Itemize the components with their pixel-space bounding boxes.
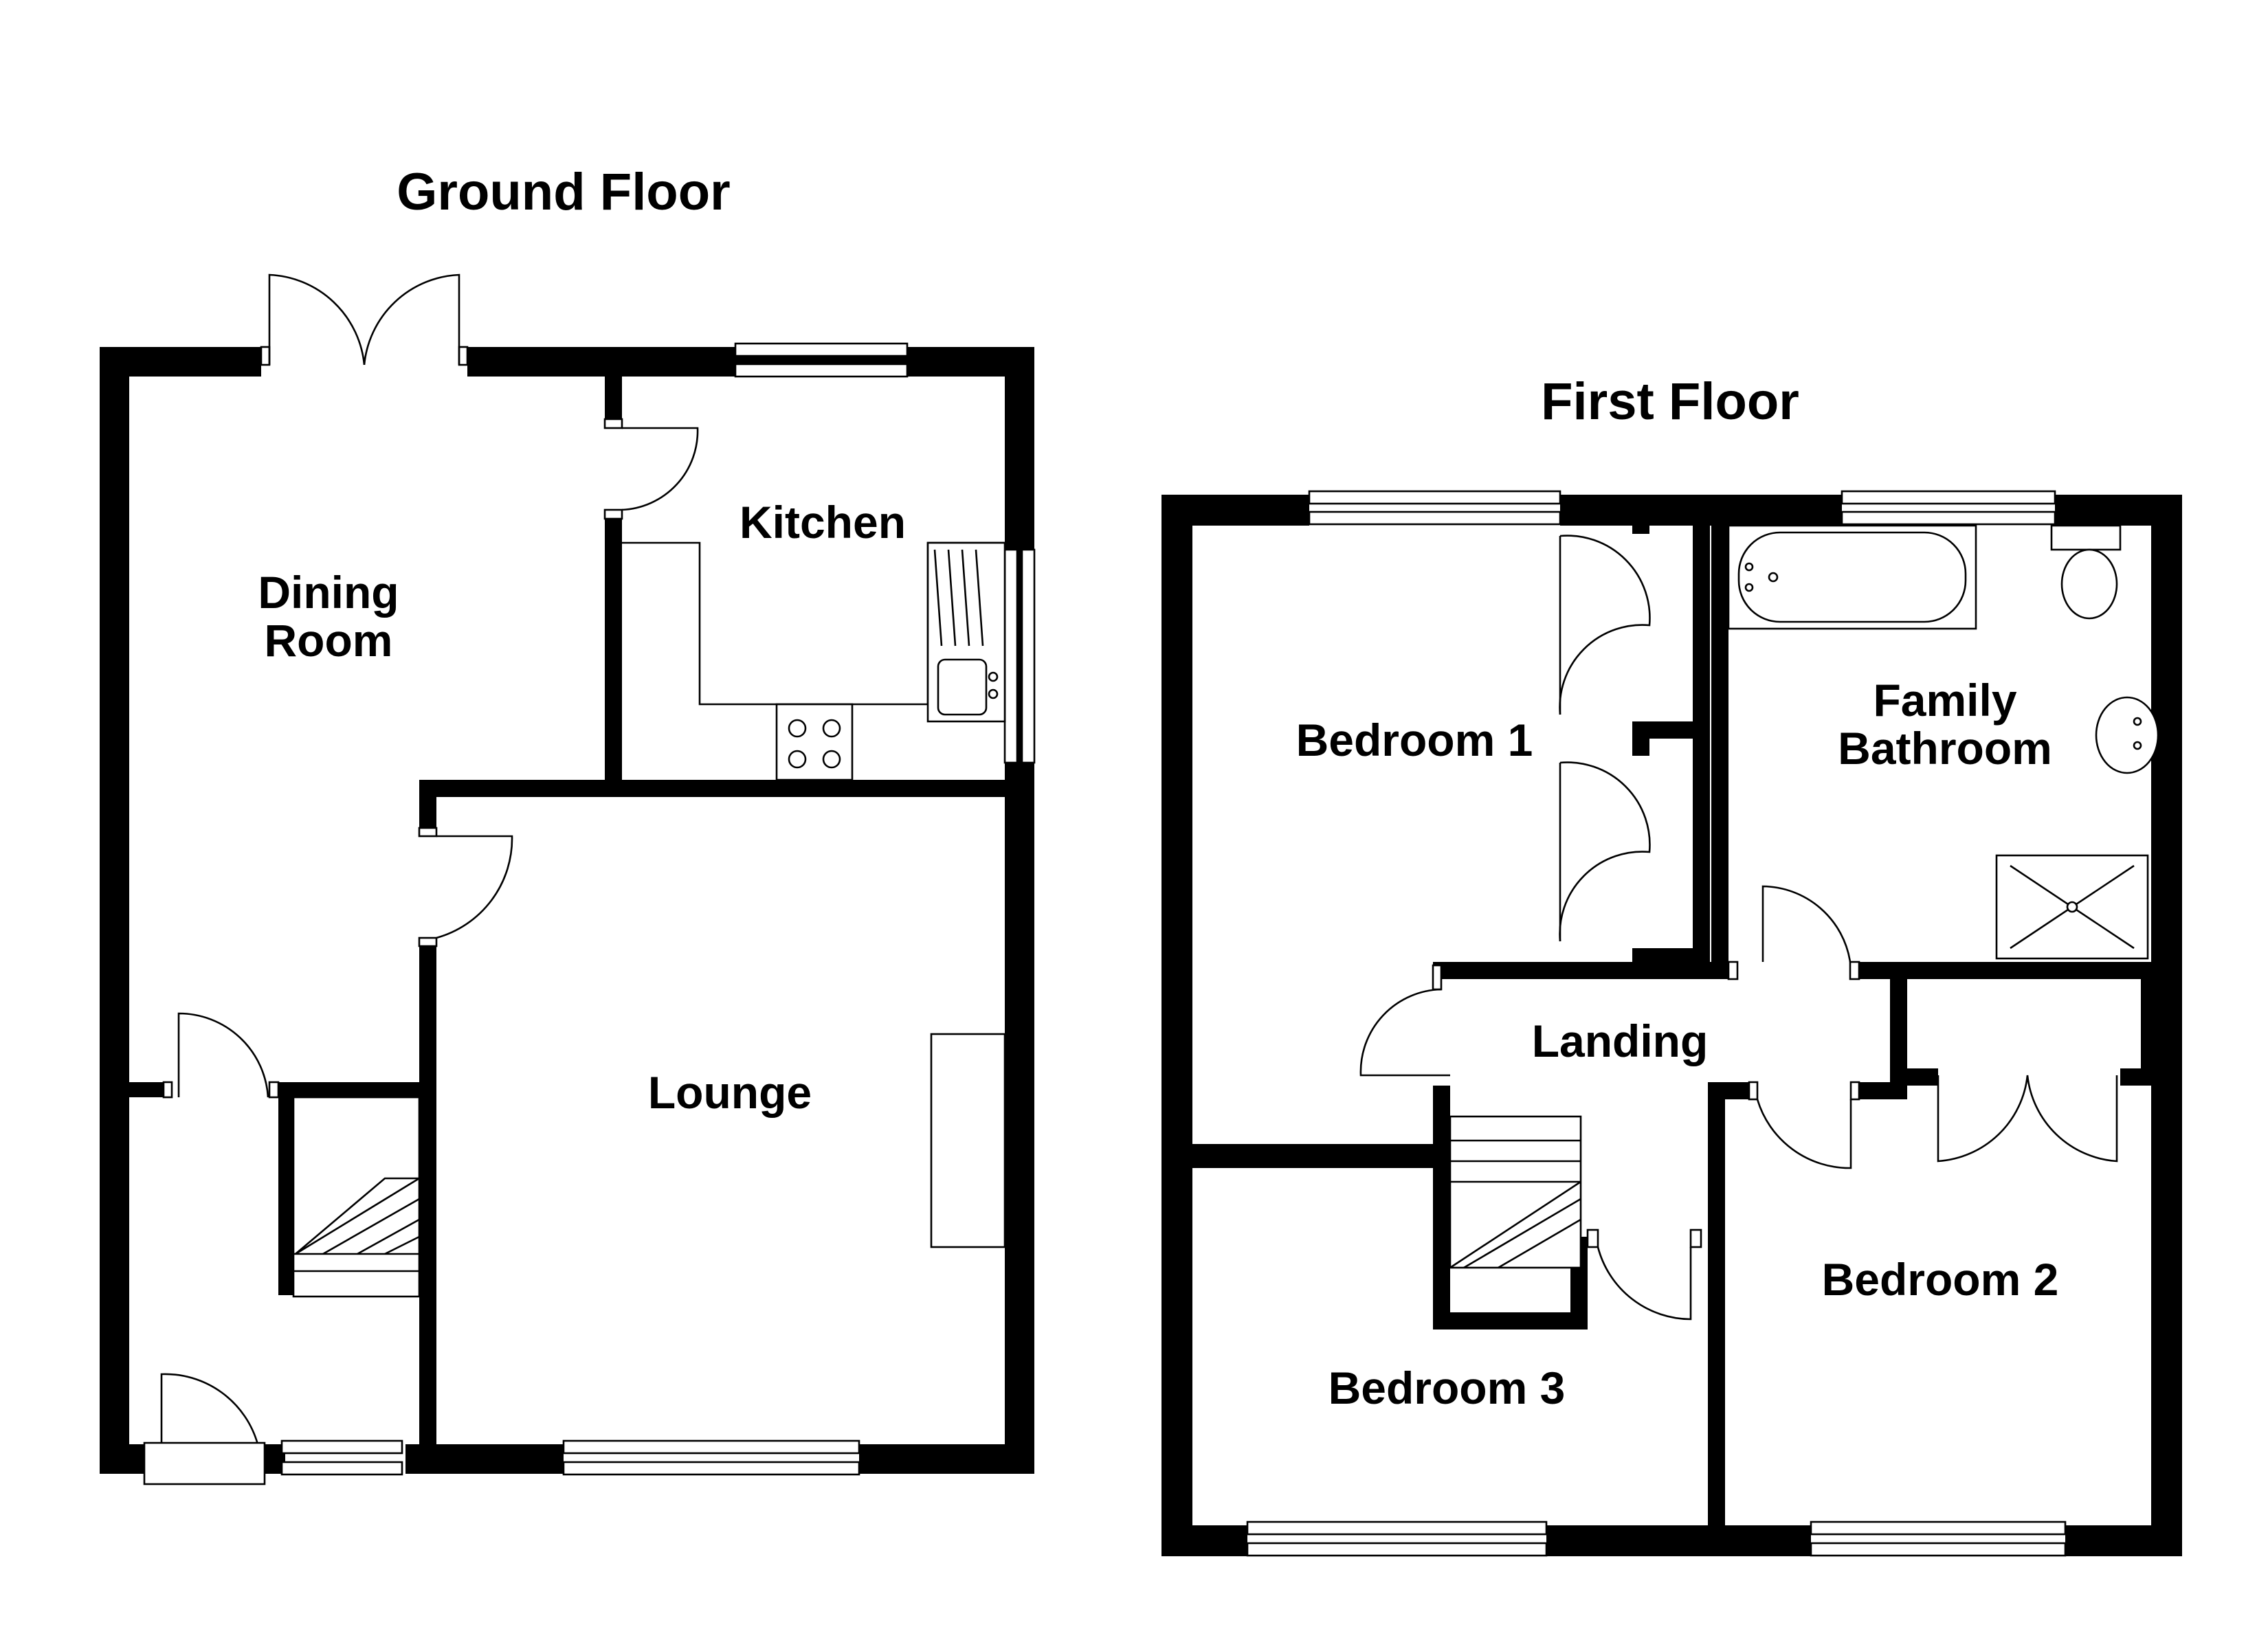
lounge-window (562, 1439, 860, 1455)
ground-external-walls (100, 347, 1034, 1474)
first-stairs (1449, 1115, 1582, 1269)
room-label-dining: Dining (258, 567, 399, 618)
fireplace (930, 1033, 1006, 1248)
bathroom-window (1841, 490, 2056, 505)
ground-windows (280, 342, 1036, 1476)
bedroom2-window (1810, 1521, 2067, 1536)
toilet-icon (2050, 524, 2122, 551)
bedroom1-window (1308, 490, 1561, 505)
room-label-bathroom: Family (1873, 675, 2016, 726)
first-floor-title: First Floor (1541, 372, 1799, 431)
room-label-bathroom-2: Bathroom (1838, 723, 2052, 774)
hall-window (280, 1439, 403, 1455)
room-label-bedroom1: Bedroom 1 (1296, 715, 1533, 765)
room-label-dining-2: Room (265, 615, 393, 666)
room-label-bedroom2: Bedroom 2 (1822, 1254, 2059, 1305)
kitchen-side-window (1003, 548, 1019, 764)
first-windows (1246, 490, 2067, 1557)
ground-internal-walls (129, 377, 1005, 1444)
first-floor-plan (1161, 490, 2182, 1557)
bedroom3-window (1246, 1521, 1548, 1536)
first-doors (1359, 885, 2118, 1321)
kitchen-window (734, 342, 909, 357)
room-label-kitchen: Kitchen (740, 497, 906, 548)
kitchen-fixtures (622, 541, 1006, 781)
first-internal-walls (1192, 526, 2151, 1556)
first-external-walls (1161, 495, 2182, 1556)
ground-stairs (292, 1096, 421, 1298)
room-label-landing: Landing (1532, 1016, 1709, 1066)
room-label-bedroom3: Bedroom 3 (1328, 1362, 1566, 1413)
basin-icon (2095, 696, 2159, 774)
ground-floor-plan (100, 273, 1036, 1485)
hob-icon (775, 703, 854, 781)
bathroom-fixtures (1727, 524, 2159, 960)
ground-doors (143, 273, 699, 1485)
bedroom1-wardrobe (1559, 535, 1651, 942)
ground-floor-title: Ground Floor (397, 163, 730, 221)
room-label-lounge: Lounge (648, 1067, 812, 1118)
